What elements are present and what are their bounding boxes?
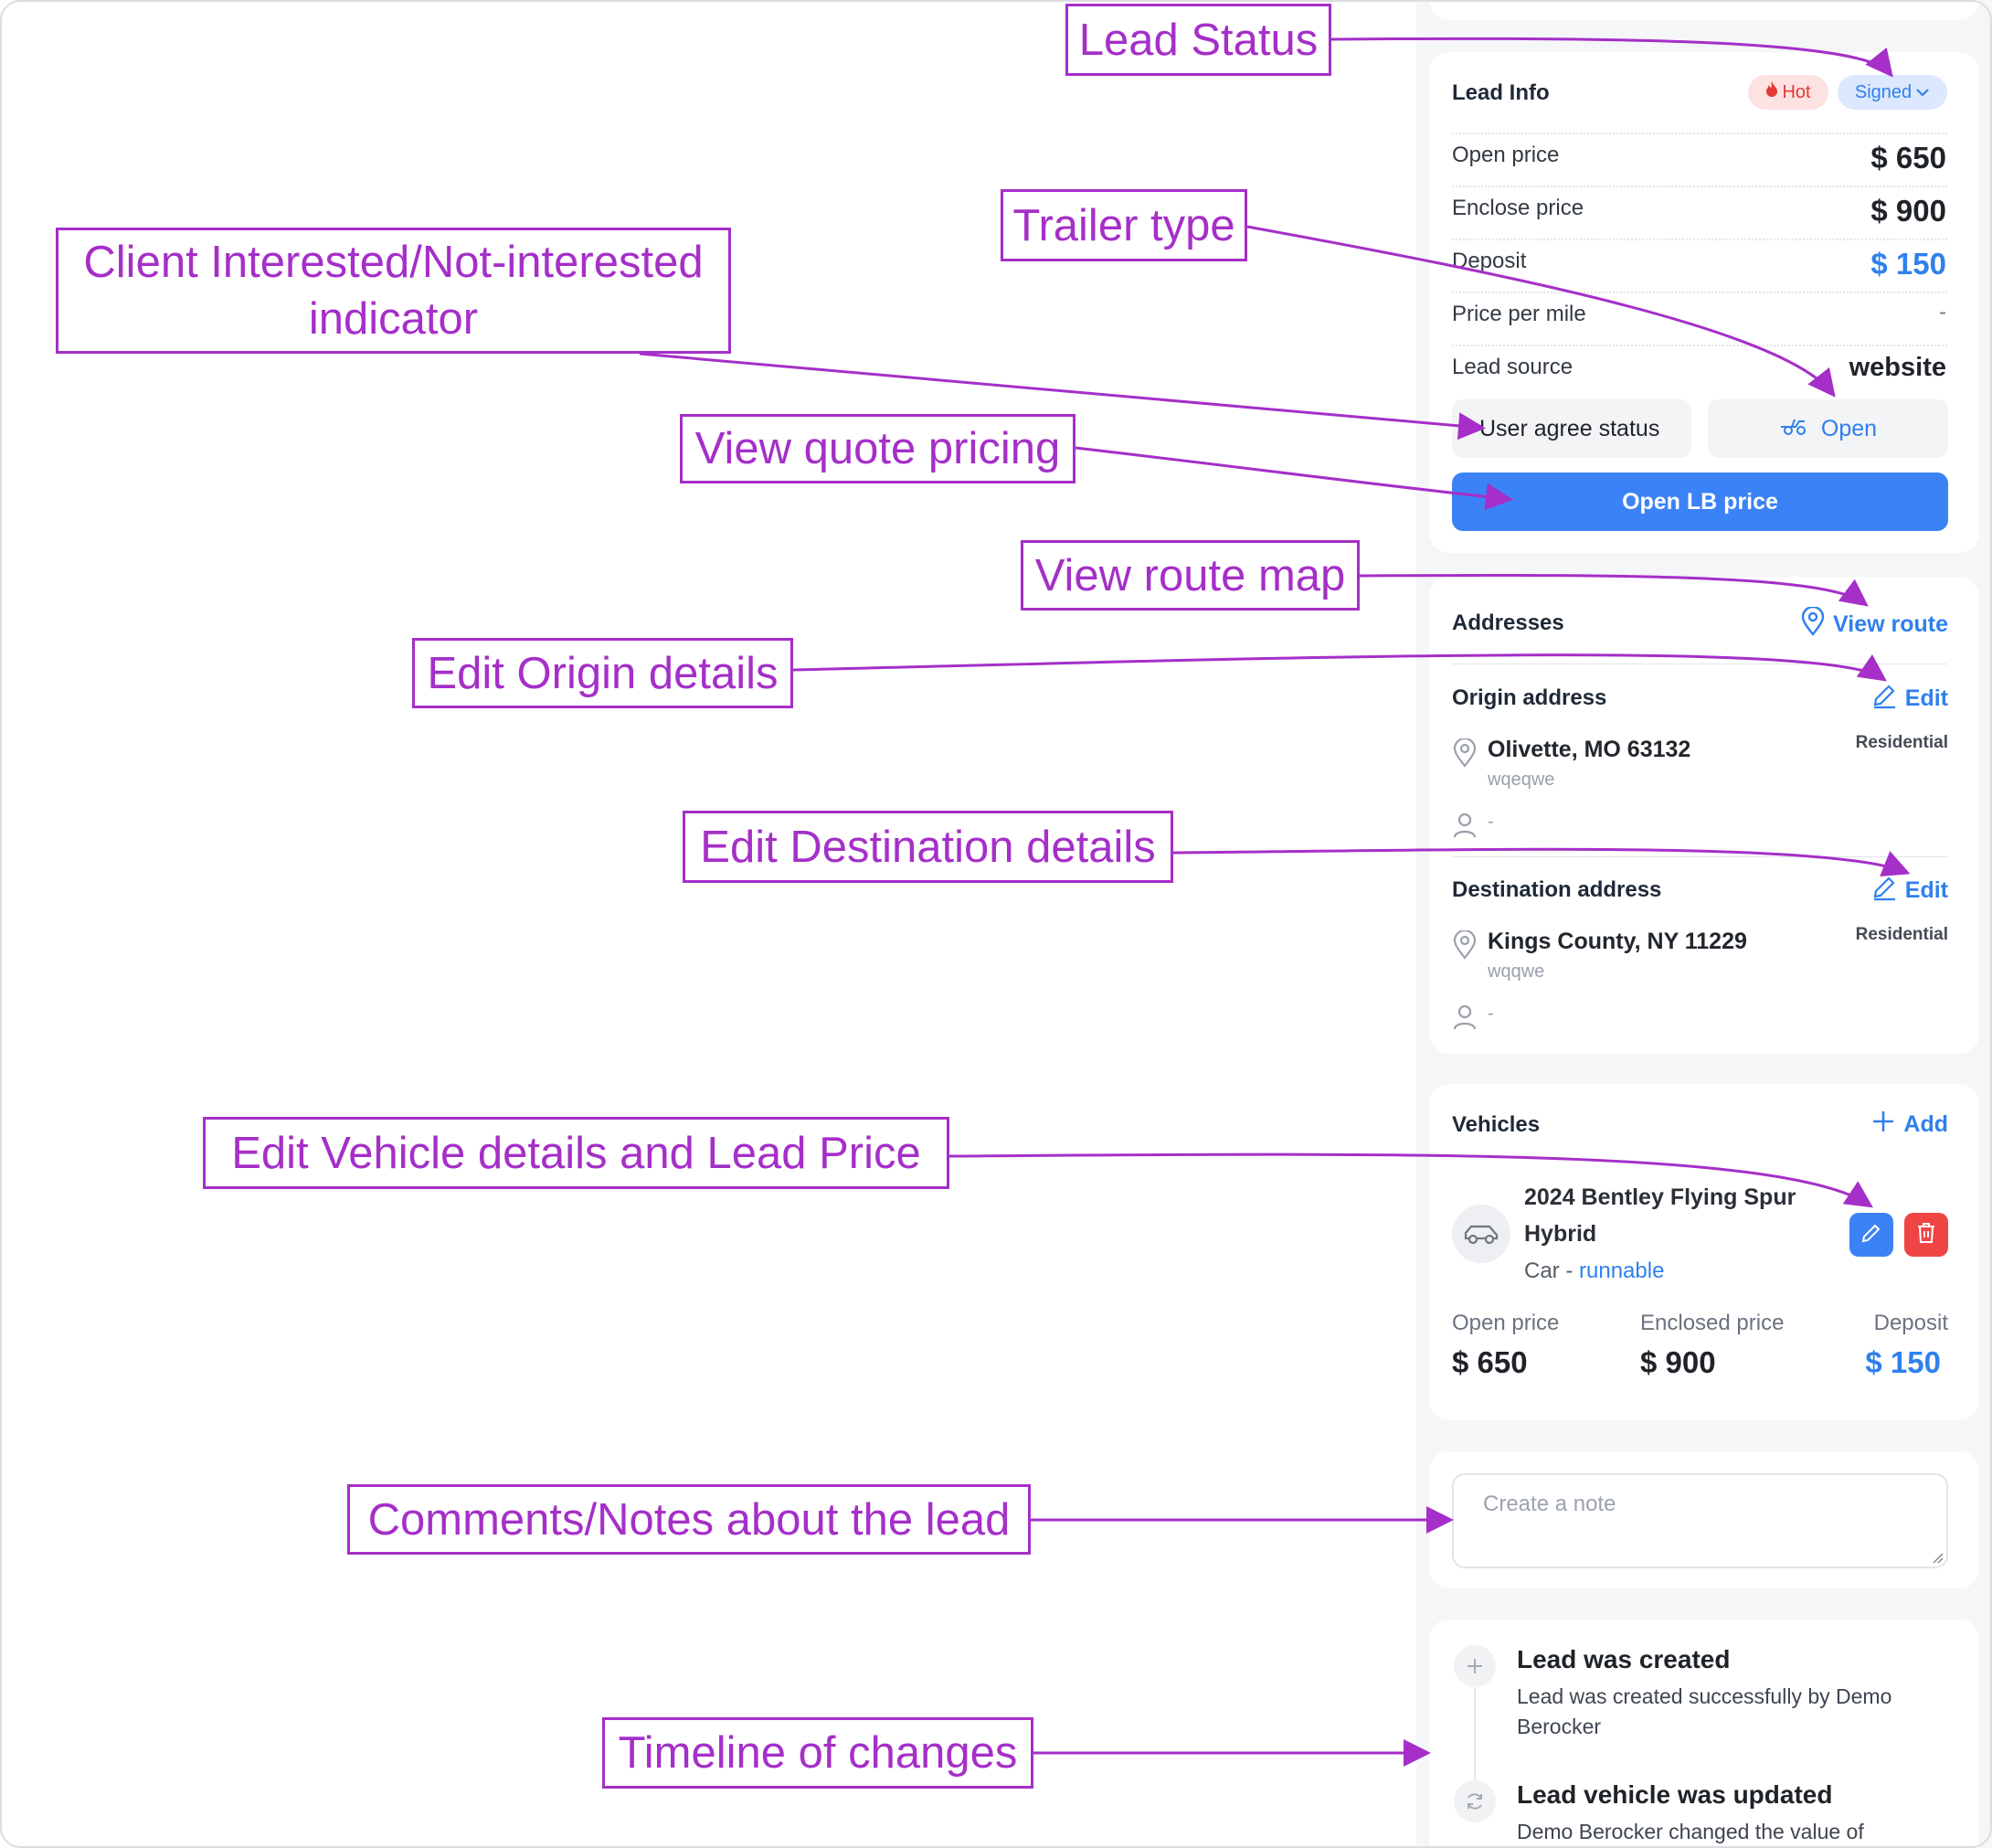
timeline-line xyxy=(1474,1687,1476,1791)
add-vehicle-button[interactable]: Add xyxy=(1870,1109,1948,1141)
vehicle-deposit-label: Deposit xyxy=(1873,1311,1948,1335)
resize-handle-icon[interactable] xyxy=(1930,1550,1944,1569)
open-price-value: $ 650 xyxy=(1870,141,1946,175)
lead-info-title: Lead Info xyxy=(1452,80,1550,105)
edit-origin-button[interactable]: Edit xyxy=(1870,682,1948,716)
lead-source-label: Lead source xyxy=(1452,355,1573,379)
hot-badge[interactable]: Hot xyxy=(1748,75,1828,110)
trailer-type-label: Open xyxy=(1820,415,1878,441)
location-pin-icon xyxy=(1800,605,1826,643)
timeline-card xyxy=(1429,1620,1979,1848)
pencil-icon xyxy=(1860,1221,1883,1249)
lead-source-value: website xyxy=(1849,353,1946,382)
edit-vehicle-button[interactable] xyxy=(1849,1213,1893,1257)
person-icon xyxy=(1452,812,1478,844)
car-icon xyxy=(1452,1205,1510,1263)
divider xyxy=(1452,239,1947,240)
annotation-client-interest: Client Interested/Not-interested indicat… xyxy=(56,228,731,354)
person-icon xyxy=(1452,1004,1478,1036)
destination-detail: wqqwe xyxy=(1488,961,1545,982)
user-agree-label: User agree status xyxy=(1479,415,1660,441)
divider xyxy=(1452,133,1947,134)
annotation-comments: Comments/Notes about the lead xyxy=(347,1484,1031,1555)
edit-destination-button[interactable]: Edit xyxy=(1870,874,1948,908)
origin-city: Olivette, MO 63132 xyxy=(1488,737,1691,762)
truck-icon xyxy=(1779,416,1808,442)
annotation-trailer-type: Trailer type xyxy=(1001,189,1247,261)
vehicle-type-label: Car - xyxy=(1524,1259,1579,1283)
deposit-value: $ 150 xyxy=(1870,247,1946,281)
destination-city: Kings County, NY 11229 xyxy=(1488,929,1747,954)
enclose-price-value: $ 900 xyxy=(1870,194,1946,228)
plus-icon xyxy=(1454,1645,1496,1687)
vehicle-enclosed-price: $ 900 xyxy=(1640,1345,1716,1379)
timeline-item-title: Lead was created xyxy=(1517,1645,1731,1673)
vehicle-condition: runnable xyxy=(1579,1259,1665,1283)
flame-icon xyxy=(1765,81,1778,103)
vehicle-name-line1: 2024 Bentley Flying Spur xyxy=(1524,1184,1796,1210)
lead-status-dropdown[interactable]: Signed xyxy=(1838,75,1947,110)
trash-icon xyxy=(1915,1221,1937,1249)
timeline-item-description: Demo Berocker changed the value of xyxy=(1517,1820,1864,1843)
divider xyxy=(1452,292,1947,293)
pencil-icon xyxy=(1870,874,1898,908)
divider xyxy=(1452,345,1947,346)
origin-heading: Origin address xyxy=(1452,685,1607,710)
annotation-timeline: Timeline of changes xyxy=(602,1717,1033,1789)
view-route-link[interactable]: View route xyxy=(1800,605,1948,643)
price-per-mile-value: - xyxy=(1939,300,1946,324)
divider xyxy=(1452,856,1947,857)
open-price-label: Open price xyxy=(1452,143,1560,167)
timeline-item-description: Lead was created successfully by Demo Be… xyxy=(1517,1684,1892,1738)
origin-detail: wqeqwe xyxy=(1488,770,1555,790)
open-lb-price-button[interactable]: Open LB price xyxy=(1452,473,1948,531)
user-agree-status[interactable]: User agree status xyxy=(1452,399,1691,458)
lead-info-card xyxy=(1429,52,1979,553)
annotation-edit-vehicle: Edit Vehicle details and Lead Price xyxy=(203,1117,949,1189)
enclose-price-label: Enclose price xyxy=(1452,196,1584,220)
vehicle-enclosed-price-label: Enclosed price xyxy=(1640,1311,1785,1335)
edit-origin-label: Edit xyxy=(1904,685,1948,711)
status-label: Signed xyxy=(1854,81,1913,102)
annotation-edit-origin: Edit Origin details xyxy=(412,638,793,708)
vehicle-type: Car - runnable xyxy=(1524,1259,1664,1284)
pencil-icon xyxy=(1870,682,1898,716)
view-route-label: View route xyxy=(1833,611,1948,637)
plus-icon xyxy=(1870,1109,1896,1141)
edit-destination-label: Edit xyxy=(1904,877,1948,903)
origin-type: Residential xyxy=(1855,733,1948,752)
annotation-view-route: View route map xyxy=(1021,540,1360,611)
addresses-title: Addresses xyxy=(1452,611,1564,635)
vehicle-open-price: $ 650 xyxy=(1452,1345,1528,1379)
add-vehicle-label: Add xyxy=(1903,1111,1948,1137)
vehicles-title: Vehicles xyxy=(1452,1112,1541,1137)
origin-contact: - xyxy=(1488,812,1494,832)
destination-type: Residential xyxy=(1855,925,1948,944)
divider xyxy=(1452,186,1947,187)
vehicle-name-line2: Hybrid xyxy=(1524,1221,1597,1247)
vehicle-open-price-label: Open price xyxy=(1452,1311,1560,1335)
note-input[interactable]: Create a note xyxy=(1452,1473,1948,1568)
trailer-type-button[interactable]: Open xyxy=(1708,399,1948,458)
vehicle-deposit: $ 150 xyxy=(1865,1345,1941,1379)
delete-vehicle-button[interactable] xyxy=(1904,1213,1948,1257)
previous-card xyxy=(1429,0,1979,20)
timeline-item-title: Lead vehicle was updated xyxy=(1517,1780,1833,1809)
location-pin-icon xyxy=(1452,737,1478,772)
refresh-icon xyxy=(1454,1780,1496,1822)
price-per-mile-label: Price per mile xyxy=(1452,302,1586,326)
hot-label: Hot xyxy=(1782,81,1811,102)
location-pin-icon xyxy=(1452,929,1478,964)
destination-contact: - xyxy=(1488,1004,1494,1024)
destination-heading: Destination address xyxy=(1452,877,1662,902)
annotation-view-quote: View quote pricing xyxy=(680,414,1075,483)
annotation-edit-destination: Edit Destination details xyxy=(683,811,1173,883)
chevron-down-icon xyxy=(1915,82,1930,103)
annotation-lead-status: Lead Status xyxy=(1065,4,1331,76)
